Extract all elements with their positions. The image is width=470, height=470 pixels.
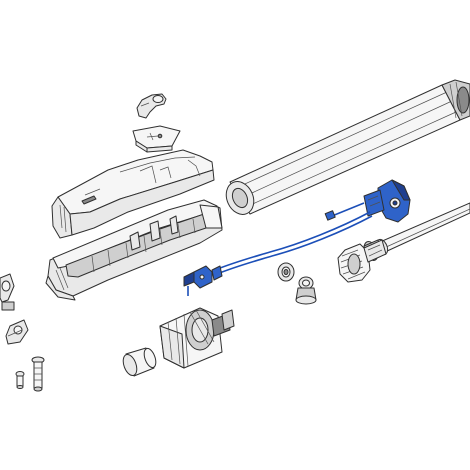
gear-icon (337, 239, 387, 283)
housing-base-icon (45, 199, 223, 301)
release-lever-icon (136, 93, 167, 119)
cable-icon (214, 211, 373, 275)
limit-switch-icon (324, 179, 411, 223)
motor-icon (159, 307, 235, 369)
bracket-icon (0, 273, 15, 311)
tube-icon (225, 79, 470, 215)
lock-cover-icon (132, 125, 181, 153)
capacitor-icon (122, 347, 157, 377)
rear-bracket-icon (5, 319, 29, 345)
pin-long-icon (31, 356, 45, 392)
pin-short-icon (15, 371, 25, 389)
eyebolt-icon (295, 276, 317, 305)
connector-icon (183, 265, 223, 296)
bearing-icon (277, 262, 295, 282)
housing-cover-icon (51, 149, 215, 239)
